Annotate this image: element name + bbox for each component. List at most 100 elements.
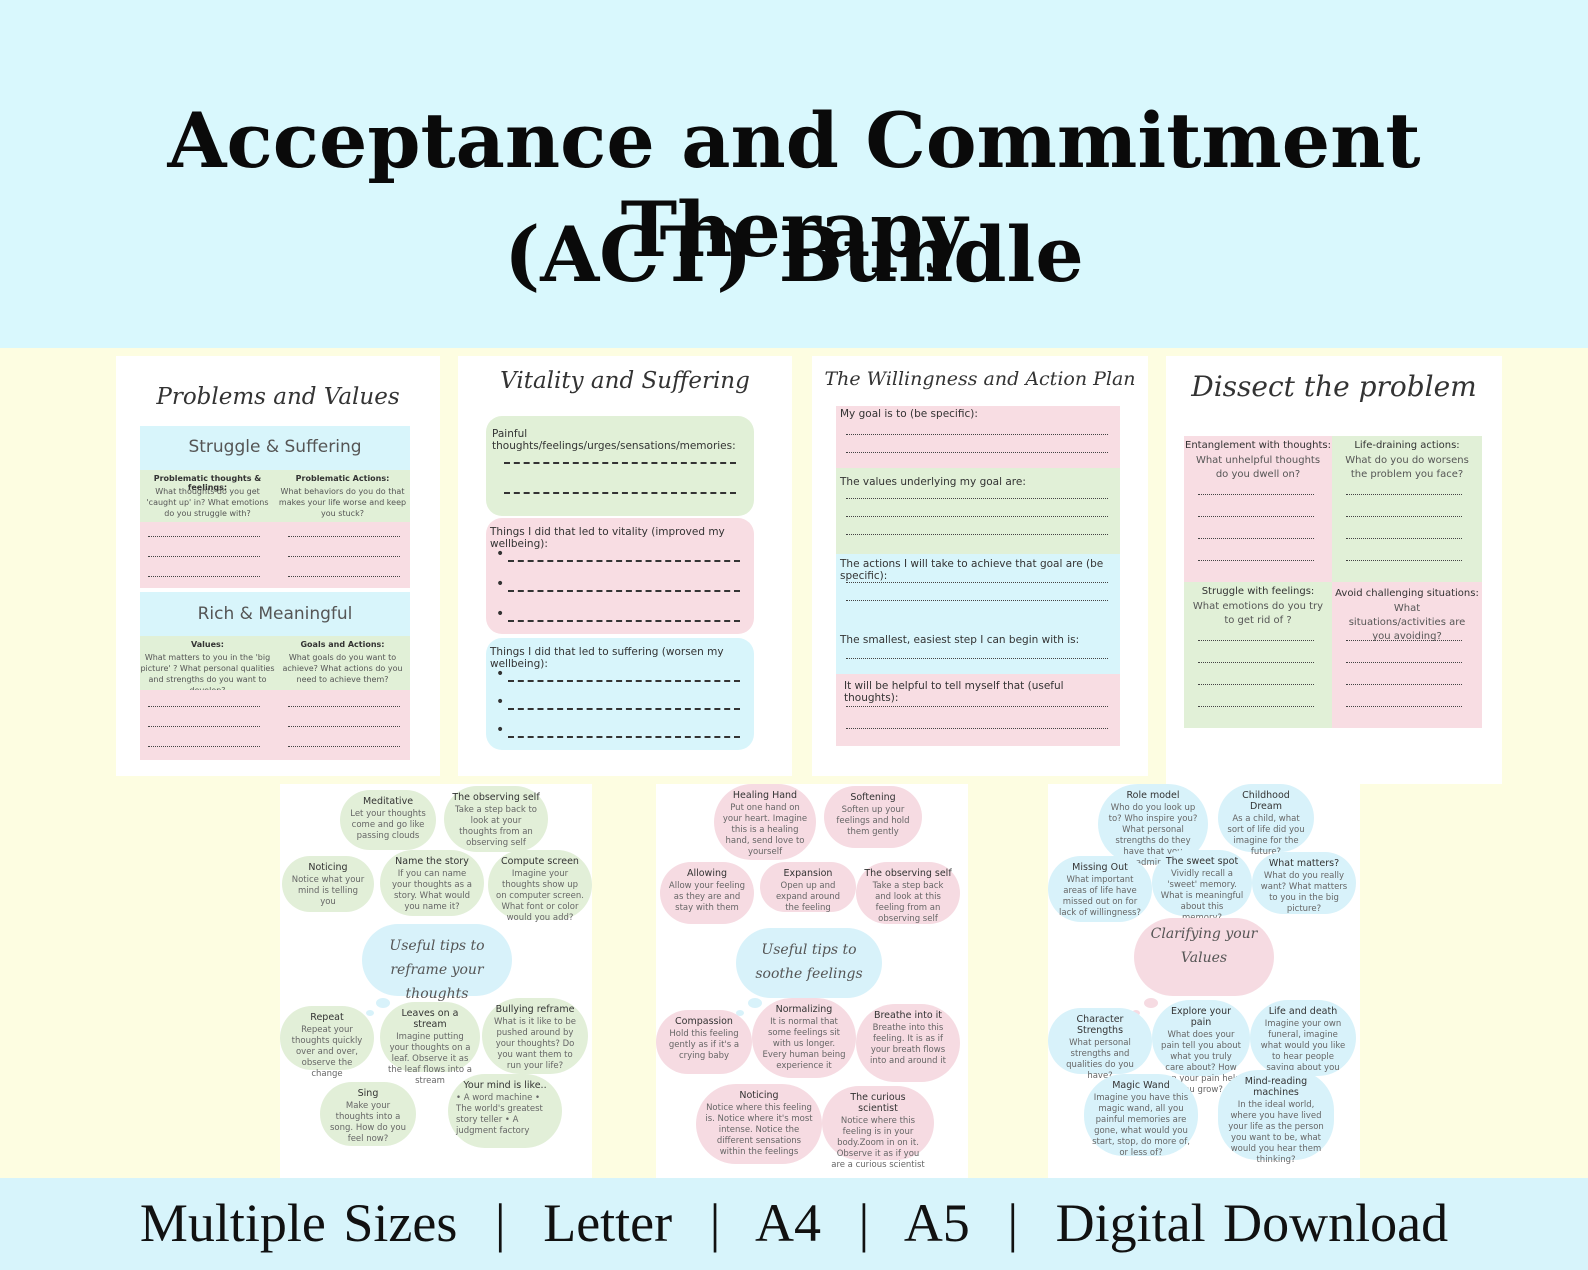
tip-cloud: Missing Out What important areas of life…	[1048, 856, 1152, 922]
quadrant-body: What unhelpful thoughts do you dwell on?	[1195, 455, 1321, 480]
worksheet-title: The Willingness and Action Plan	[824, 368, 1136, 390]
center-cloud: Useful tips to soothe feelings	[736, 928, 882, 998]
quadrant-heading: Avoid challenging situations:	[1335, 588, 1479, 599]
tip-body: As a child, what sort of life did you im…	[1227, 814, 1305, 857]
tip-body: Take a step back and look at this feelin…	[872, 881, 944, 924]
tip-body: Open up and expand around the feeling	[775, 881, 841, 913]
format-line: Multiple Sizes | Letter | A4 | A5 | Digi…	[0, 1192, 1588, 1254]
quadrant: Avoid challenging situations: What situa…	[1332, 582, 1482, 728]
tip-cloud: Bullying reframe What is it like to be p…	[482, 998, 588, 1074]
tip-body: Imagine your own funeral, imagine what w…	[1260, 1019, 1346, 1073]
tip-heading: Character Strengths	[1076, 1014, 1124, 1036]
prompt-row: Values: What matters to you in the 'big …	[140, 636, 410, 690]
tip-heading: Your mind is like..	[463, 1080, 547, 1091]
tip-cloud: The curious scientist Notice where this …	[822, 1086, 934, 1170]
cell-heading: Goals and Actions:	[300, 640, 385, 649]
tip-heading: Meditative	[362, 796, 414, 807]
quadrant-body: What situations/activities are you avoid…	[1348, 603, 1466, 642]
tip-heading: Role model	[1126, 790, 1180, 801]
format-a5: A5	[903, 1193, 970, 1253]
question-label: The actions I will take to achieve that …	[840, 558, 1104, 582]
prompt-box: Things I did that led to suffering (wors…	[486, 638, 754, 750]
worksheet-problems-and-values: Problems and Values Struggle & Suffering…	[116, 356, 440, 776]
center-cloud: Useful tips to reframe your thoughts	[362, 924, 512, 1002]
question-block: My goal is to (be specific):	[836, 406, 1120, 468]
center-title: Clarifying your Values	[1150, 926, 1258, 966]
prompt-label: Painful thoughts/feelings/urges/sensatio…	[492, 428, 736, 452]
tip-cloud: Magic Wand Imagine you have this magic w…	[1084, 1074, 1198, 1158]
worksheet-dissect-the-problem: Dissect the problem Entanglement with th…	[1166, 356, 1502, 784]
separator: |	[494, 1193, 506, 1253]
tip-heading: The sweet spot	[1165, 856, 1239, 867]
center-cloud: Clarifying your Values	[1134, 918, 1274, 996]
tip-body: Imagine you have this magic wand, all yo…	[1092, 1093, 1190, 1158]
tip-heading: Softening	[850, 792, 896, 803]
quadrant: Struggle with feelings: What emotions do…	[1184, 582, 1332, 728]
format-footer: Multiple Sizes | Letter | A4 | A5 | Digi…	[0, 1178, 1588, 1270]
tip-heading: Normalizing	[775, 1004, 833, 1015]
main-title-line-1: Acceptance and Commitment Therapy	[167, 96, 1421, 274]
bullet: •	[496, 666, 505, 682]
tip-body: Repeat your thoughts quickly over and ov…	[291, 1025, 363, 1079]
tip-heading: Healing Hand	[732, 790, 798, 801]
tip-heading: Name the story	[395, 856, 469, 867]
cell-body: What behaviors do you do that makes your…	[278, 487, 407, 518]
tip-heading: Bullying reframe	[495, 1004, 575, 1015]
tip-body: Who do you look up to? Who inspire you?W…	[1108, 803, 1198, 868]
tip-body: Take a step back to look at your thought…	[455, 805, 537, 848]
tip-body: Let your thoughts come and go like passi…	[350, 809, 426, 841]
tip-cloud: Repeat Repeat your thoughts quickly over…	[280, 1006, 374, 1079]
tip-cloud: Mind-reading machines In the ideal world…	[1218, 1070, 1334, 1165]
tip-heading: The observing self	[864, 868, 952, 879]
tip-cloud: The sweet spot Vividly recall a 'sweet' …	[1152, 850, 1252, 923]
tip-body: What personal strengths and qualities do…	[1066, 1038, 1134, 1081]
bullet: •	[496, 576, 505, 592]
cell-body: What matters to you in the 'big picture'…	[140, 653, 275, 690]
format-multiple-sizes: Multiple Sizes	[139, 1193, 458, 1253]
tip-body: Make your thoughts into a song. How do y…	[330, 1101, 406, 1144]
tip-cloud: The observing self Take a step back to l…	[444, 786, 548, 852]
tip-cloud: Life and death Imagine your own funeral,…	[1250, 1000, 1356, 1076]
question-block: It will be helpful to tell myself that (…	[836, 674, 1120, 746]
tip-heading: Explore your pain	[1170, 1006, 1232, 1028]
tip-heading: Missing Out	[1072, 862, 1128, 873]
tip-body: Breathe into this feeling. It is as if y…	[870, 1023, 946, 1066]
prompt-row: Problematic thoughts & feelings: What th…	[140, 470, 410, 522]
tip-cloud: Softening Soften up your feelings and ho…	[824, 786, 922, 848]
question-label: The values underlying my goal are:	[840, 476, 1026, 488]
quadrant-body: What emotions do you try to get rid of ?	[1192, 601, 1324, 626]
tip-heading: Leaves on a stream	[401, 1008, 459, 1030]
tip-body: What do you really want? What matters to…	[1260, 871, 1348, 914]
bullet: •	[496, 722, 505, 738]
prompt-label: Things I did that led to vitality (impro…	[490, 526, 725, 550]
tip-body: Allow your feeling as they are and stay …	[668, 881, 746, 913]
quadrant: Life-draining actions: What do you do wo…	[1332, 436, 1482, 582]
worksheet-reframe-thoughts: Meditative Let your thoughts come and go…	[280, 784, 592, 1178]
tip-cloud: Leaves on a stream Imagine putting your …	[380, 1002, 480, 1086]
bullet: •	[496, 694, 505, 710]
cell-heading: Problematic Actions:	[295, 474, 390, 483]
format-letter: Letter	[543, 1193, 673, 1253]
tip-body: Put one hand on your heart. Imagine this…	[722, 803, 808, 857]
tip-heading: Life and death	[1268, 1006, 1338, 1017]
answer-area	[140, 522, 410, 588]
prompt-label: Things I did that led to suffering (wors…	[490, 646, 724, 670]
tip-heading: Breathe into it	[873, 1010, 943, 1021]
tip-body: Vividly recall a 'sweet' memory. What is…	[1160, 869, 1244, 923]
tip-cloud: What matters? What do you really want? W…	[1252, 852, 1356, 914]
cloud-puff	[366, 1010, 374, 1016]
question-label: My goal is to (be specific):	[840, 408, 978, 420]
cell-body: What thoughts do you get 'caught up' in?…	[146, 487, 269, 518]
tip-heading: The observing self	[452, 792, 540, 803]
tip-body: • A word machine • The world's greatest …	[456, 1093, 543, 1136]
quadrant-heading: Struggle with feelings:	[1201, 586, 1315, 597]
main-title-line-2: (ACT) Bundle	[504, 210, 1084, 299]
tip-cloud: Meditative Let your thoughts come and go…	[340, 790, 436, 850]
tip-cloud: Childhood Dream As a child, what sort of…	[1218, 784, 1314, 857]
question-block: The values underlying my goal are:	[836, 468, 1120, 554]
question-label: The smallest, easiest step I can begin w…	[840, 634, 1080, 646]
question-label: It will be helpful to tell myself that (…	[844, 680, 1064, 704]
tip-heading: What matters?	[1268, 858, 1340, 869]
tip-cloud: Breathe into it Breathe into this feelin…	[856, 1004, 960, 1082]
tip-heading: Noticing	[739, 1090, 779, 1101]
